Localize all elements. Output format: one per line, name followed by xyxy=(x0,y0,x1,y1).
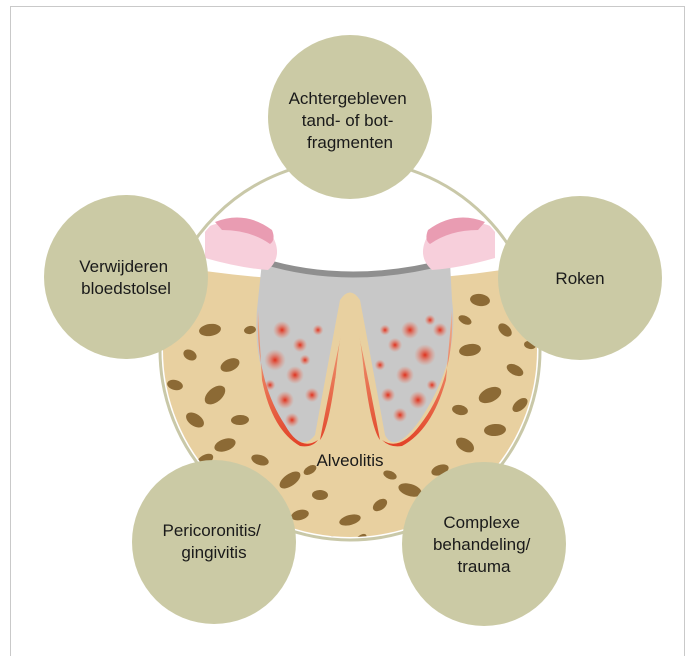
inflammation-spot xyxy=(264,349,286,371)
inflammation-spot xyxy=(433,323,447,337)
inflammation-spot xyxy=(375,360,386,371)
inflammation-spot xyxy=(380,325,391,336)
inflammation-spot xyxy=(313,325,324,336)
inflammation-spot xyxy=(409,391,427,409)
inflammation-spot xyxy=(414,344,436,366)
inflammation-spot xyxy=(300,355,311,366)
cause-node-pericoronitis: Pericoronitis/ gingivitis xyxy=(132,460,296,624)
inflammation-spot xyxy=(396,366,414,384)
cause-circle xyxy=(44,195,208,359)
inflammation-spot xyxy=(401,321,419,339)
inflammation-spot xyxy=(293,338,307,352)
inflammation-spot xyxy=(425,315,436,326)
cause-label: Roken xyxy=(555,269,604,288)
inflammation-spot xyxy=(388,338,402,352)
inflammation-spot xyxy=(427,380,438,391)
inflammation-spot xyxy=(285,413,299,427)
inflammation-spot xyxy=(305,388,319,402)
inflammation-spot xyxy=(265,380,276,391)
cause-node-clot: Verwijderen bloedstolsel xyxy=(44,195,208,359)
inflammation-spot xyxy=(286,366,304,384)
cause-circle xyxy=(132,460,296,624)
inflammation-spot xyxy=(393,408,407,422)
inflammation-spot xyxy=(273,321,291,339)
cause-node-complex: Complexe behandeling/ trauma xyxy=(402,462,566,626)
inflammation-spot xyxy=(276,391,294,409)
center-label: Alveolitis xyxy=(316,451,383,470)
cause-node-fragments: Achtergebleven tand- of bot- fragmenten xyxy=(268,35,432,199)
cause-node-smoking: Roken xyxy=(498,196,662,360)
inflammation-spot xyxy=(381,388,395,402)
